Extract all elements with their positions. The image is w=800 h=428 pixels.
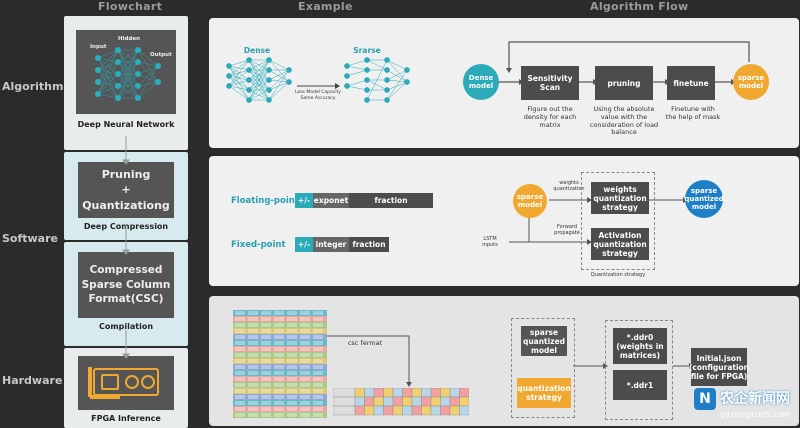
dnn-diagram: Input Hidden Output <box>76 30 176 114</box>
dense-label: Dense <box>243 46 271 55</box>
flowchart-header: Flowchart <box>98 0 163 13</box>
fx-fraction: fraction <box>349 237 389 252</box>
row-label-software: Software <box>2 232 58 245</box>
matrix-graphic <box>233 310 327 418</box>
csc-line3: Format(CSC) <box>88 293 164 306</box>
dnn-caption: Deep Neural Network <box>77 120 175 129</box>
fpga-caption: FPGA Inference <box>91 414 161 423</box>
row-label-hardware: Hardware <box>2 374 63 387</box>
fx-integer: integer <box>313 237 349 252</box>
weight-matrix-grid <box>233 310 327 418</box>
sparse-model-node: sparse model <box>733 64 769 100</box>
output-label: Output <box>150 52 172 58</box>
ddr1-box: *.ddr1 <box>613 370 667 400</box>
csc-line2: Sparse Column <box>81 278 171 291</box>
weights-quantization-label: weights quantization <box>553 180 585 192</box>
example-header: Example <box>298 0 353 13</box>
hidden-label: Hidden <box>118 36 141 42</box>
weights-quantization-box: weights quantization strategy <box>591 182 649 214</box>
csc-table-graphic <box>332 387 470 416</box>
sw-sparse-model-node: sparse model <box>513 184 547 218</box>
hw-output-frame <box>605 320 673 420</box>
csc-line1: Compressed <box>89 263 163 276</box>
algorithm-flow-header: Algorithm Flow <box>590 0 689 13</box>
algorithm-panel: Dense Srarse Loss Model Capacity Same Ac… <box>209 18 799 148</box>
finetune-desc: Finetune with the help of mask <box>665 105 721 121</box>
pruning-desc: Using the absolute value with the consid… <box>589 105 659 137</box>
dense-model-node: Dense model <box>463 64 499 100</box>
finetune-box: finetune <box>667 66 715 100</box>
lstm-inputs-label: LSTM inputs <box>482 236 498 248</box>
software-panel: Floating-point +/- exponet fraction Fixe… <box>209 156 799 286</box>
pq-line3: Quantizationg <box>82 198 170 212</box>
fpga-card: FPGA Inference <box>64 348 188 428</box>
flowchart-arrows <box>122 136 130 359</box>
csc-box: Compressed Sparse Column Format(CSC) <box>78 252 174 318</box>
quantization-strategy-frame <box>581 172 655 270</box>
pq-line2: + <box>121 183 131 197</box>
csc-table <box>332 387 470 416</box>
hw-sparse-quantized-box: sparse quantized model <box>521 326 567 356</box>
pq-line1: Pruning <box>101 167 151 181</box>
dnn-card: Input Hidden Output Deep Neural Network <box>64 16 188 150</box>
pruning-quantization-box: Pruning + Quantizationg <box>78 162 174 218</box>
forward-propagate-label: Forward propagate <box>554 224 580 236</box>
fpga-board <box>78 356 174 410</box>
neural-network-graphic <box>95 47 161 101</box>
fp-sign: +/- <box>295 193 313 208</box>
watermark-logo: N <box>694 388 716 410</box>
watermark: N 农企新闻网 qy.nongcun5.com <box>694 386 800 428</box>
sensitivity-desc: Figure out the density for each matrix <box>523 105 577 129</box>
sparse-label: Srarse <box>353 46 381 55</box>
input-label: Input <box>90 44 107 50</box>
initial-json-box: Initial.json (configuration file for FPG… <box>689 348 749 386</box>
activation-quantization-box: Activation quantization strategy <box>591 228 649 260</box>
loss-capacity-text: Loss Model Capacity <box>295 90 341 95</box>
compilation-card: Compressed Sparse Column Format(CSC) Com… <box>64 242 188 346</box>
sensitivity-scan-box: Sensitivity Scan <box>521 66 579 100</box>
csc-format-label: csc fermat <box>347 339 383 347</box>
fpga-card-icon <box>88 367 159 399</box>
hw-quantization-strategy-box: quantization strategy <box>517 378 571 408</box>
fp-fraction: fraction <box>349 193 433 208</box>
dense-sparse-networks <box>226 57 410 103</box>
watermark-url: qy.nongcun5.com <box>720 410 791 419</box>
flowchart-column: Input Hidden Output Deep Neural Network … <box>64 14 188 428</box>
floating-point-label: Floating-point <box>231 196 299 206</box>
hw-model-frame <box>511 318 575 418</box>
compilation-caption: Compilation <box>98 322 154 331</box>
ddr0-box: *.ddr0 (weights in matrices) <box>613 328 667 364</box>
fp-exponent: exponet <box>313 193 349 208</box>
watermark-text: 农企新闻网 <box>720 391 790 407</box>
sparse-quantized-node: sparse quantized model <box>684 180 724 218</box>
fx-sign: +/- <box>295 237 313 252</box>
quantization-strategy-caption: Quantization strategy <box>590 272 646 278</box>
same-accuracy-text: Same Accuracy <box>300 96 336 101</box>
pruning-box: pruning <box>595 66 653 100</box>
row-label-algorithm: Algorithm <box>2 80 64 93</box>
fixed-point-label: Fixed-point <box>231 240 286 250</box>
software-arrows <box>509 197 688 245</box>
